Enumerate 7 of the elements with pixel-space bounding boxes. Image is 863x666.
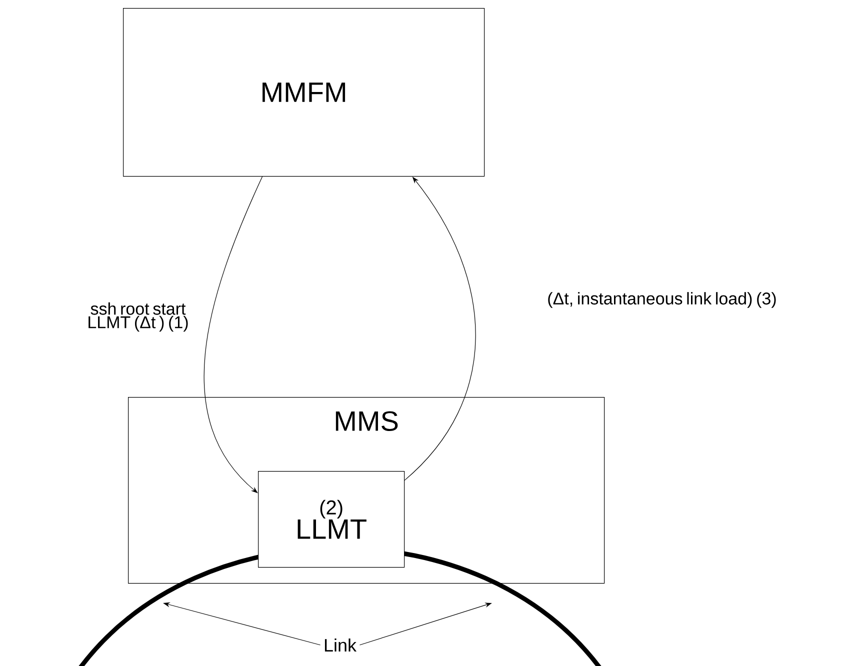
edge-label: (Δt, instantaneous link load) (3) — [548, 292, 776, 308]
arrow — [404, 176, 476, 481]
arrow — [204, 176, 263, 494]
tool-box: (2) LLMT — [258, 471, 405, 568]
system-box: MMFM — [123, 8, 485, 177]
edge-label: ssh root start LLMT (Δt ) (1) — [88, 302, 188, 332]
link-label: Link — [320, 635, 360, 655]
